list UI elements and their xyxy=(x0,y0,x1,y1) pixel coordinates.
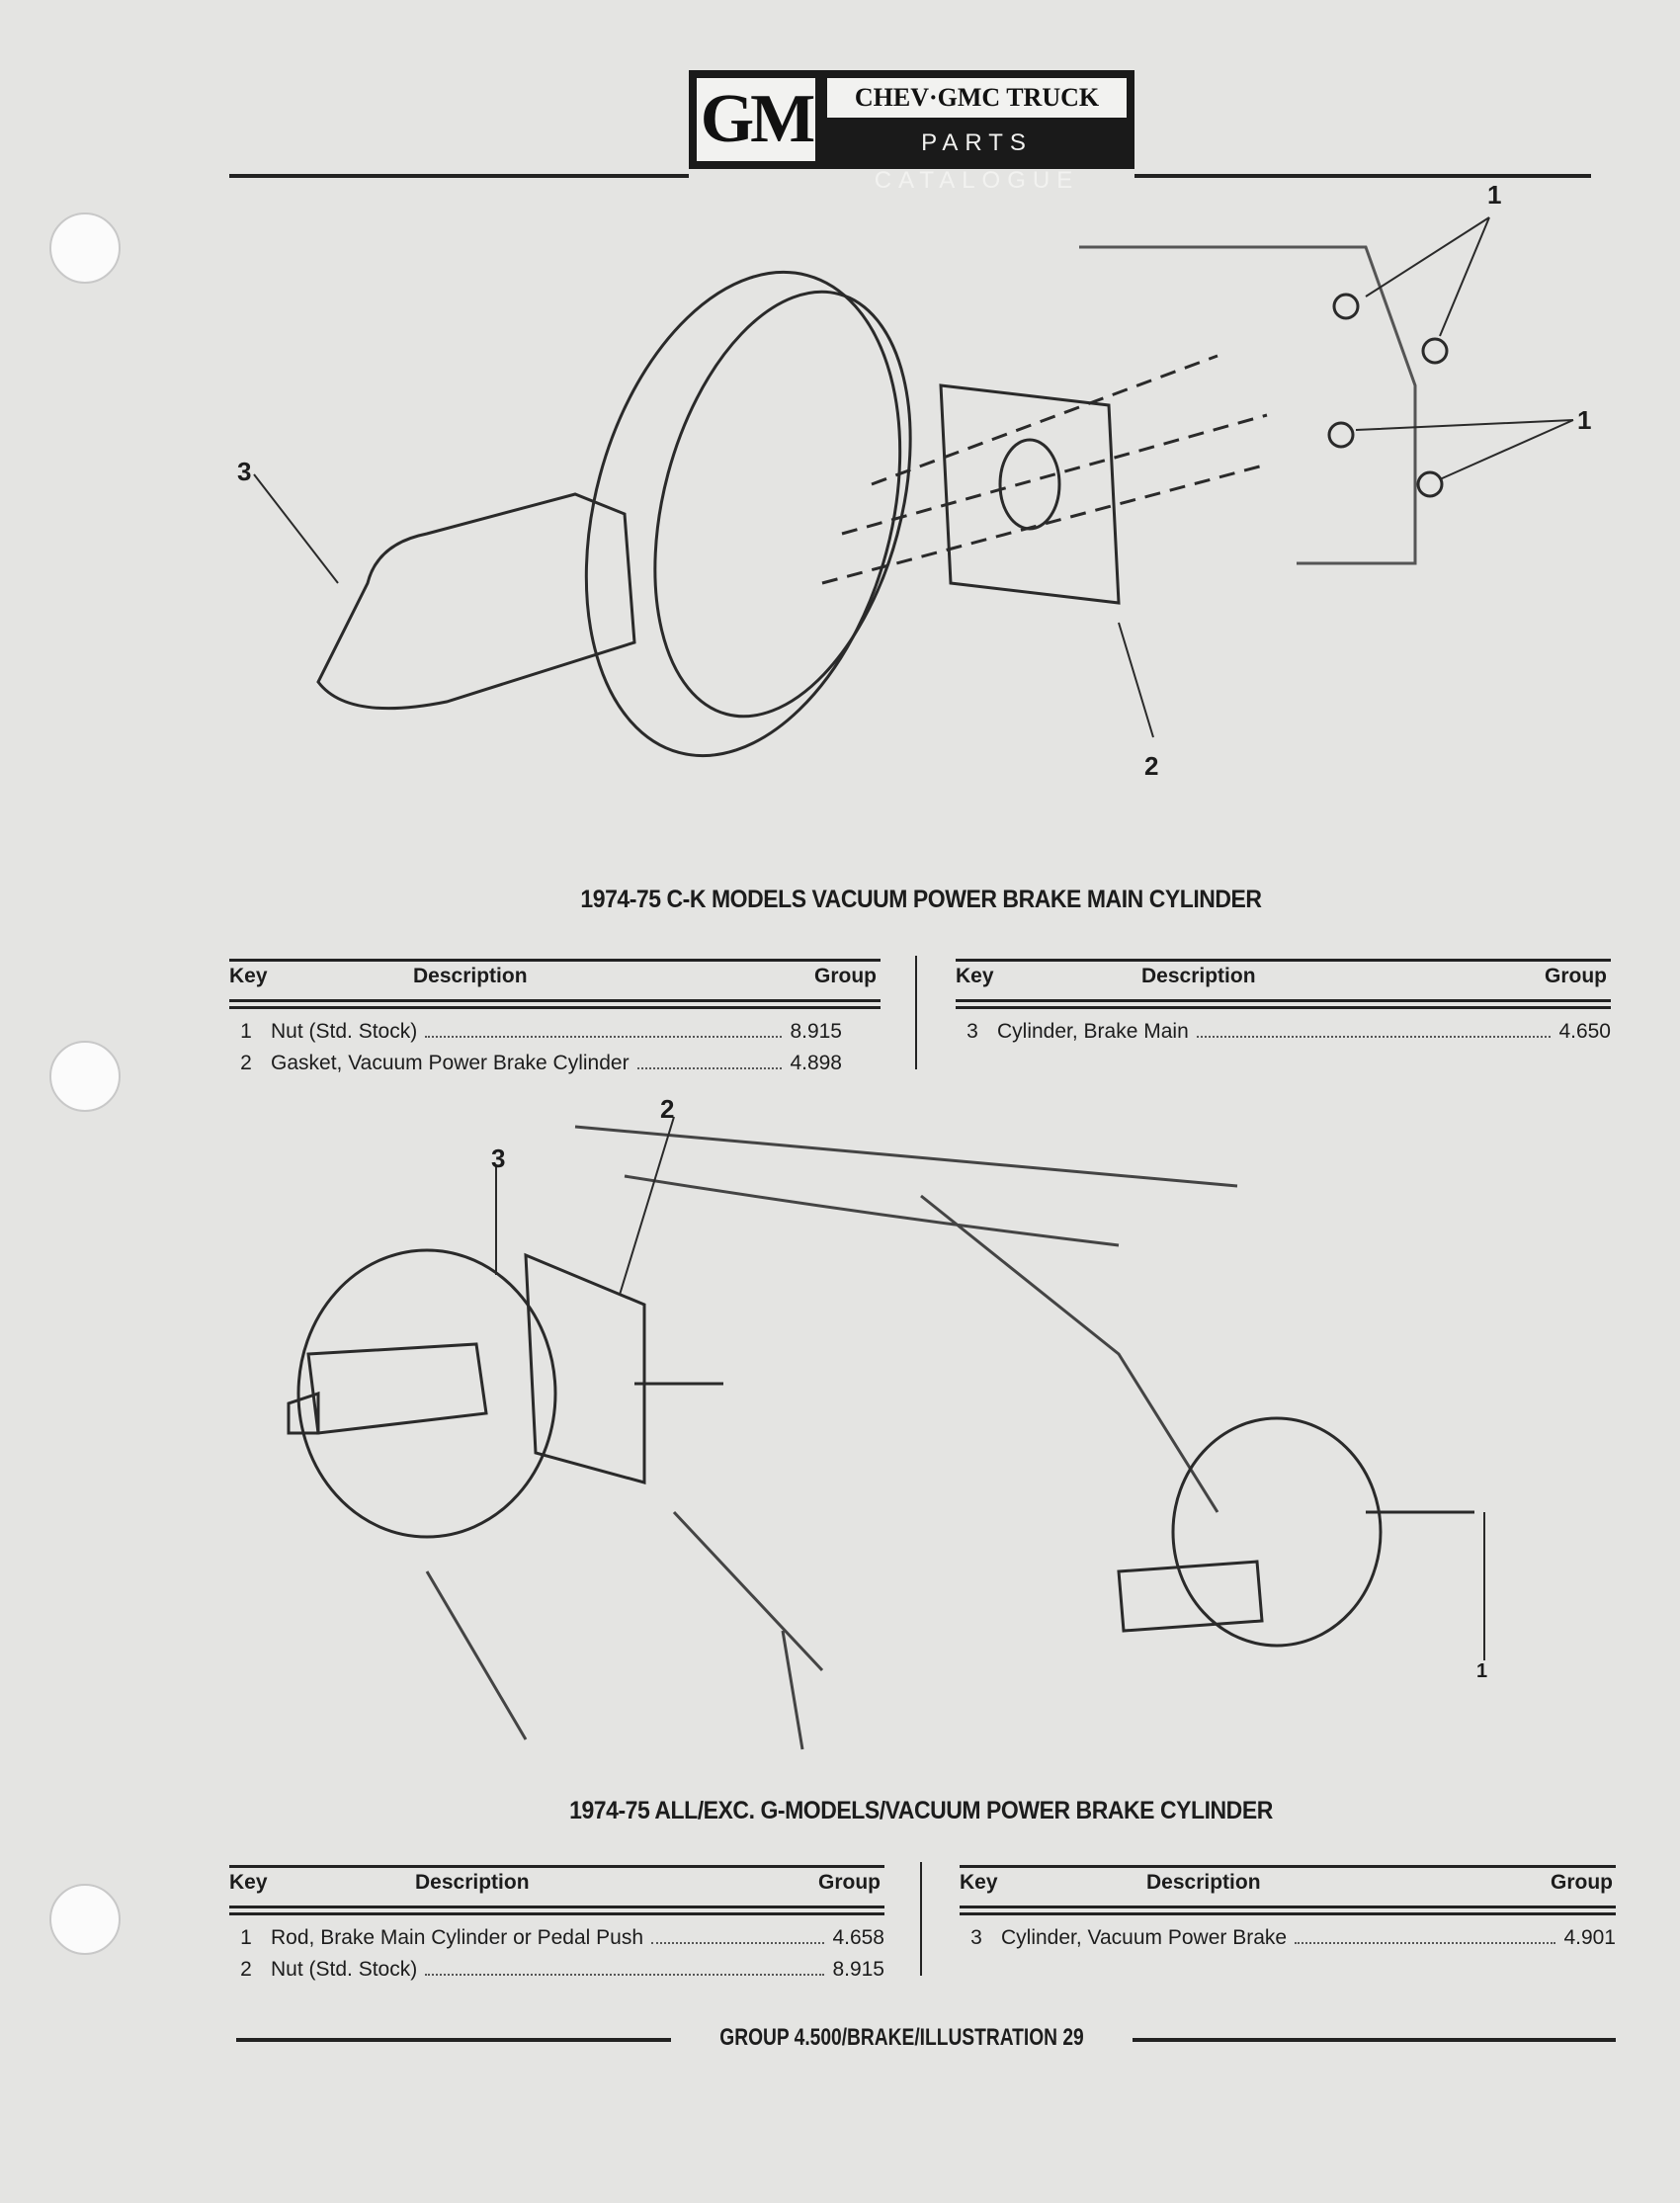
col-description: Description xyxy=(1141,965,1256,987)
col-key: Key xyxy=(229,1871,268,1894)
col-description: Description xyxy=(413,965,528,987)
booster xyxy=(296,1248,557,1539)
header-rule xyxy=(1134,174,1591,178)
logo-title: CHEV·GMC TRUCK xyxy=(827,78,1127,118)
col-group: Group xyxy=(1545,965,1607,987)
master-cylinder xyxy=(287,1342,488,1435)
callout-3: 3 xyxy=(237,457,252,486)
punch-hole xyxy=(49,1884,121,1955)
brake-booster-illustration-2 xyxy=(287,1116,1485,1750)
firewall-outline xyxy=(1079,245,1417,565)
gm-parts-catalogue-logo: GM CHEV·GMC TRUCK PARTS CATALOGUE xyxy=(689,70,1134,194)
footer-rule xyxy=(236,2038,671,2042)
col-group: Group xyxy=(818,1871,881,1894)
header-rule xyxy=(229,174,689,178)
master-cylinder-inset xyxy=(1117,1510,1474,1633)
callout-1: 1 xyxy=(1487,180,1502,210)
column-divider xyxy=(915,956,917,1069)
mounting-bracket xyxy=(524,1252,646,1484)
master-cylinder xyxy=(316,492,636,711)
leader-lines xyxy=(253,216,1574,738)
page-footer: GROUP 4.500/BRAKE/ILLUSTRATION 29 xyxy=(719,2024,1084,2051)
col-description: Description xyxy=(1146,1871,1261,1894)
logo-subtitle: PARTS CATALOGUE xyxy=(874,129,1080,194)
col-key: Key xyxy=(960,1871,998,1894)
gasket xyxy=(939,383,1121,605)
punch-hole xyxy=(49,212,121,284)
nut xyxy=(1332,293,1360,320)
col-key: Key xyxy=(229,965,268,987)
stud-line xyxy=(821,354,1268,585)
cab-structure xyxy=(425,1125,1238,1750)
col-key: Key xyxy=(956,965,994,987)
col-group: Group xyxy=(814,965,877,987)
footer-rule xyxy=(1133,2038,1616,2042)
leader-lines xyxy=(495,1116,1485,1660)
callout-1: 1 xyxy=(1476,1660,1488,1682)
punch-hole xyxy=(49,1041,121,1112)
nut xyxy=(1416,470,1444,498)
nut xyxy=(1421,337,1449,365)
callout-2: 2 xyxy=(660,1094,675,1124)
gm-logo-mark: GM xyxy=(697,78,815,161)
nut xyxy=(1327,421,1355,449)
booster-shell xyxy=(584,270,902,758)
callout-2: 2 xyxy=(1144,751,1159,781)
col-group: Group xyxy=(1551,1871,1613,1894)
callout-1: 1 xyxy=(1577,405,1592,435)
section-title: 1974-75 C-K MODELS VACUUM POWER BRAKE MA… xyxy=(580,886,1262,913)
brake-booster-illustration-1 xyxy=(253,216,1574,758)
column-divider xyxy=(920,1862,922,1976)
col-description: Description xyxy=(415,1871,530,1894)
callout-3: 3 xyxy=(491,1144,506,1173)
booster-inset xyxy=(1171,1416,1383,1648)
section-title: 1974-75 ALL/EXC. G-MODELS/VACUUM POWER B… xyxy=(569,1797,1273,1824)
